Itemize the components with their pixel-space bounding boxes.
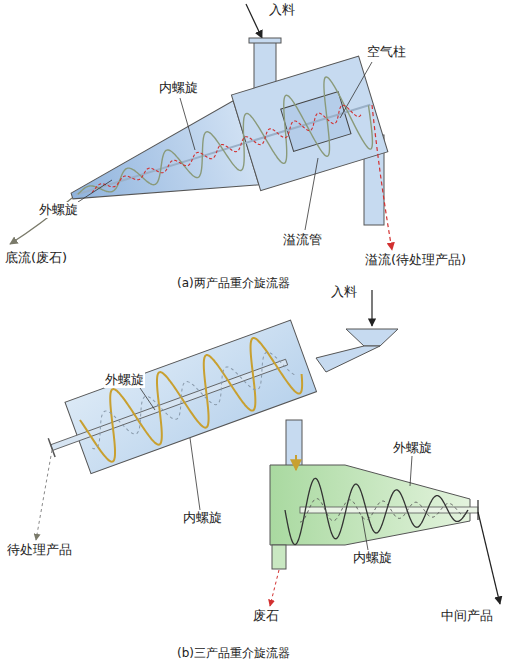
figure-caption: (a)两产品重介旋流器 xyxy=(176,276,291,290)
spiral-path xyxy=(285,478,468,544)
outlet-label: 废石 xyxy=(252,608,280,624)
leader xyxy=(362,516,368,550)
feed-arrow xyxy=(246,4,262,38)
leader xyxy=(140,388,155,410)
cyclone-a xyxy=(57,56,387,244)
feed-label: 入料 xyxy=(330,284,358,300)
waste-arrow xyxy=(270,570,279,606)
part-label: 内螺旋 xyxy=(352,550,393,566)
figure-caption: (b)三产品重介旋流器 xyxy=(176,646,291,660)
leader xyxy=(78,180,112,202)
feed-flange xyxy=(249,38,281,43)
outlet-label: 底流(废石) xyxy=(4,250,68,266)
outlet-label: 待处理产品 xyxy=(6,542,73,558)
part-label: 溢流管 xyxy=(282,232,323,248)
cyclone-stage-2 xyxy=(270,465,478,569)
cylinder-stage-1 xyxy=(39,320,317,483)
product-arrow xyxy=(36,450,52,540)
rod-cap xyxy=(477,500,479,520)
spiral-path xyxy=(82,346,295,450)
part-label: 外螺旋 xyxy=(104,372,145,388)
middling-arrow xyxy=(478,512,500,604)
cone xyxy=(270,465,470,545)
spiral-path xyxy=(89,101,361,198)
leader xyxy=(340,62,372,118)
leader xyxy=(180,98,195,150)
spiral-path xyxy=(300,499,465,522)
outlet-label: 中间产品 xyxy=(440,608,494,624)
overflow-arrow xyxy=(372,105,392,250)
stage-2-spirals xyxy=(285,478,468,544)
part-label: 内螺旋 xyxy=(158,80,199,96)
part-label: 外螺旋 xyxy=(392,440,433,456)
spiral-path xyxy=(66,68,381,235)
outlet-label: 溢流(待处理产品) xyxy=(364,252,467,268)
flow-arrow xyxy=(295,455,297,470)
leader xyxy=(190,438,200,510)
connecting-pipe xyxy=(286,420,302,472)
rod-cap xyxy=(48,438,55,457)
part-label: 外螺旋 xyxy=(38,202,79,218)
leader xyxy=(305,158,318,230)
feed-arrow xyxy=(371,290,372,326)
leader xyxy=(410,456,412,486)
feed-pipe xyxy=(316,346,380,372)
underflow-pipe xyxy=(272,545,286,569)
part-label: 空气柱 xyxy=(366,44,407,60)
feed-funnel xyxy=(346,329,398,346)
feed-label: 入料 xyxy=(268,2,296,18)
part-label: 内螺旋 xyxy=(182,510,223,526)
